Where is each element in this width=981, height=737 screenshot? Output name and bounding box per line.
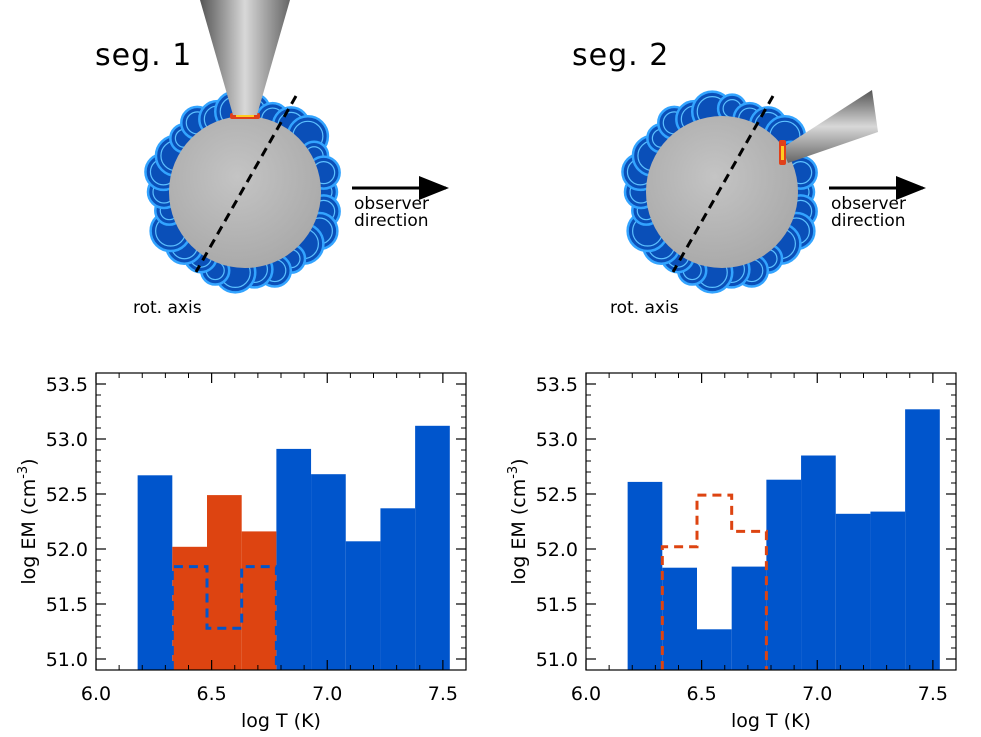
bar — [731, 566, 767, 670]
y-tick-label: 53.5 — [46, 374, 88, 396]
observer-label-line1: observer — [354, 194, 430, 214]
x-tick-label: 6.5 — [197, 683, 227, 705]
y-tick-label: 53.5 — [536, 374, 578, 396]
dashed-comparison-outline — [170, 565, 278, 670]
y-tick-label: 51.5 — [536, 594, 578, 616]
bar — [801, 455, 836, 670]
bar — [766, 479, 802, 670]
bar — [662, 567, 697, 670]
bar — [345, 541, 381, 670]
bar — [627, 481, 663, 670]
y-axis-label: log EM (cm-3) — [506, 458, 530, 584]
bar — [380, 508, 416, 670]
bar — [137, 475, 173, 670]
y-tick-label: 52.5 — [46, 484, 88, 506]
x-tick-label: 6.5 — [687, 683, 717, 705]
y-tick-label: 51.5 — [46, 594, 88, 616]
rotation-axis-line — [194, 95, 298, 273]
x-tick-label: 7.5 — [918, 683, 948, 705]
beam-cone — [200, 0, 290, 115]
observer-label-line2: direction — [354, 211, 429, 231]
x-tick-label: 6.0 — [81, 683, 111, 705]
bar — [276, 448, 312, 670]
bar — [905, 409, 940, 670]
x-tick-label: 7.0 — [802, 683, 832, 705]
bar — [311, 474, 346, 670]
y-axis-label: log EM (cm-3) — [16, 458, 40, 584]
y-tick-label: 52.5 — [536, 484, 578, 506]
rotation-axis-label: rot. axis — [133, 298, 202, 318]
star-diagram — [144, 0, 926, 294]
x-axis-label: log T (K) — [731, 710, 811, 732]
observer-label-line2: direction — [831, 211, 906, 231]
y-tick-label: 53.0 — [536, 429, 578, 451]
bar — [697, 629, 732, 670]
emission-measure-chart-seg-2: 6.0 6.5 7.0 7.5 51.0 51.5 52.0 52.5 53.0 53.5 log … — [506, 372, 957, 732]
observer-label-line1: observer — [831, 194, 907, 214]
x-tick-label: 7.0 — [312, 683, 342, 705]
x-axis-label: log T (K) — [241, 710, 321, 732]
bar — [415, 425, 450, 670]
x-tick-label: 6.0 — [571, 683, 601, 705]
rotation-axis-label: rot. axis — [610, 298, 679, 318]
diagram-title: seg. 2 — [572, 38, 670, 73]
x-tick-label: 7.5 — [428, 683, 458, 705]
bar — [241, 531, 277, 670]
star-disk — [169, 116, 321, 268]
diagram-title: seg. 1 — [95, 38, 193, 73]
bar — [207, 495, 242, 670]
y-tick-label: 52.0 — [46, 539, 88, 561]
y-tick-label: 52.0 — [536, 539, 578, 561]
y-tick-label: 51.0 — [536, 649, 578, 671]
bar — [835, 513, 871, 670]
y-tick-label: 51.0 — [46, 649, 88, 671]
dashed-comparison-outline — [660, 493, 768, 670]
emission-measure-chart-seg-1: 6.0 6.5 7.0 7.5 51.0 51.5 52.0 52.5 53.0 53.5 log … — [16, 372, 467, 732]
bar — [870, 511, 906, 670]
y-tick-label: 53.0 — [46, 429, 88, 451]
